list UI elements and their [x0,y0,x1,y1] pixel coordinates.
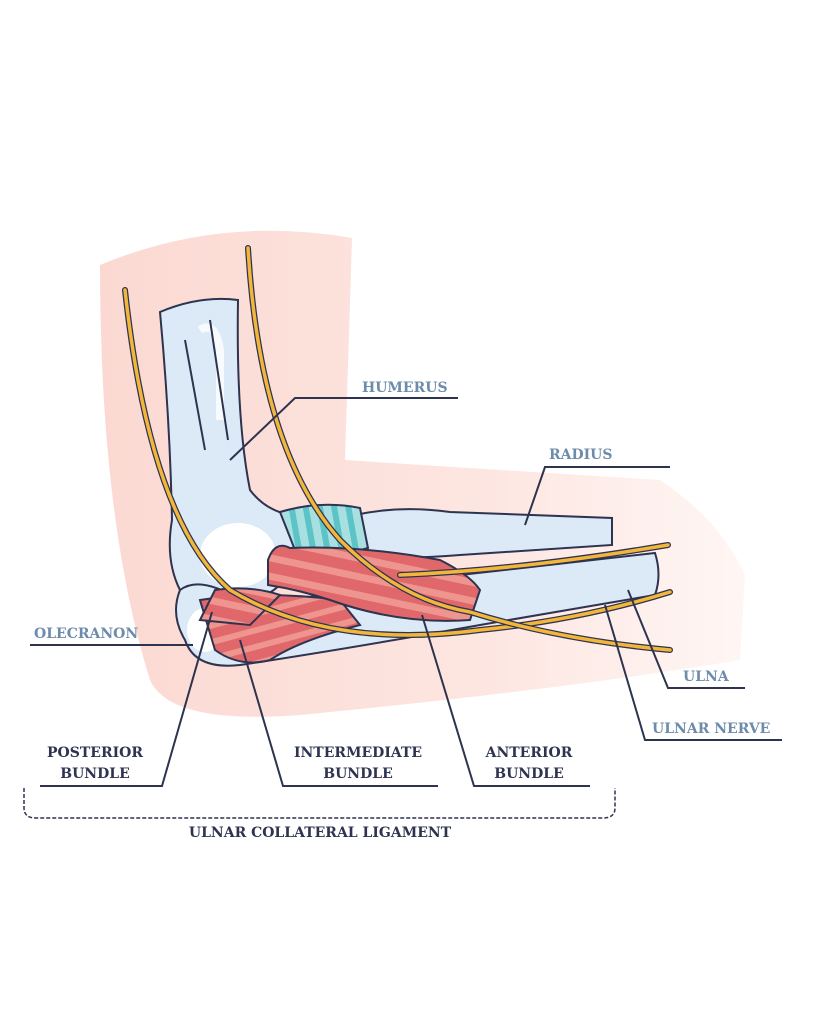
label-ulnar-collateral-ligament: ULNAR COLLATERAL LIGAMENT [189,825,452,841]
label-intermediate-bundle-1: INTERMEDIATE [294,745,422,761]
posterior-bundle-ligament [198,587,282,627]
label-anterior-bundle-1: ANTERIOR [485,745,573,761]
intermediate-leader [239,639,438,787]
label-posterior-bundle-2: BUNDLE [60,766,130,782]
label-posterior-bundle-1: POSTERIOR [47,745,143,761]
radius-leader [524,466,670,526]
label-ulna: ULNA [683,669,730,685]
label-intermediate-bundle-2: BUNDLE [323,766,393,782]
humerus-leader [229,397,458,461]
ligament-group-bracket [23,788,616,819]
ulnar-nerve-leader [604,604,782,741]
posterior-leader [40,611,213,787]
anterior-leader [421,614,590,787]
label-olecranon: OLECRANON [34,626,138,642]
label-humerus: HUMERUS [362,380,448,396]
ulnar-nerve [122,245,673,653]
label-ulnar-nerve: ULNAR NERVE [652,721,770,737]
label-anterior-bundle-2: BUNDLE [494,766,564,782]
label-radius: RADIUS [549,447,613,463]
ulna-leader [627,589,745,689]
